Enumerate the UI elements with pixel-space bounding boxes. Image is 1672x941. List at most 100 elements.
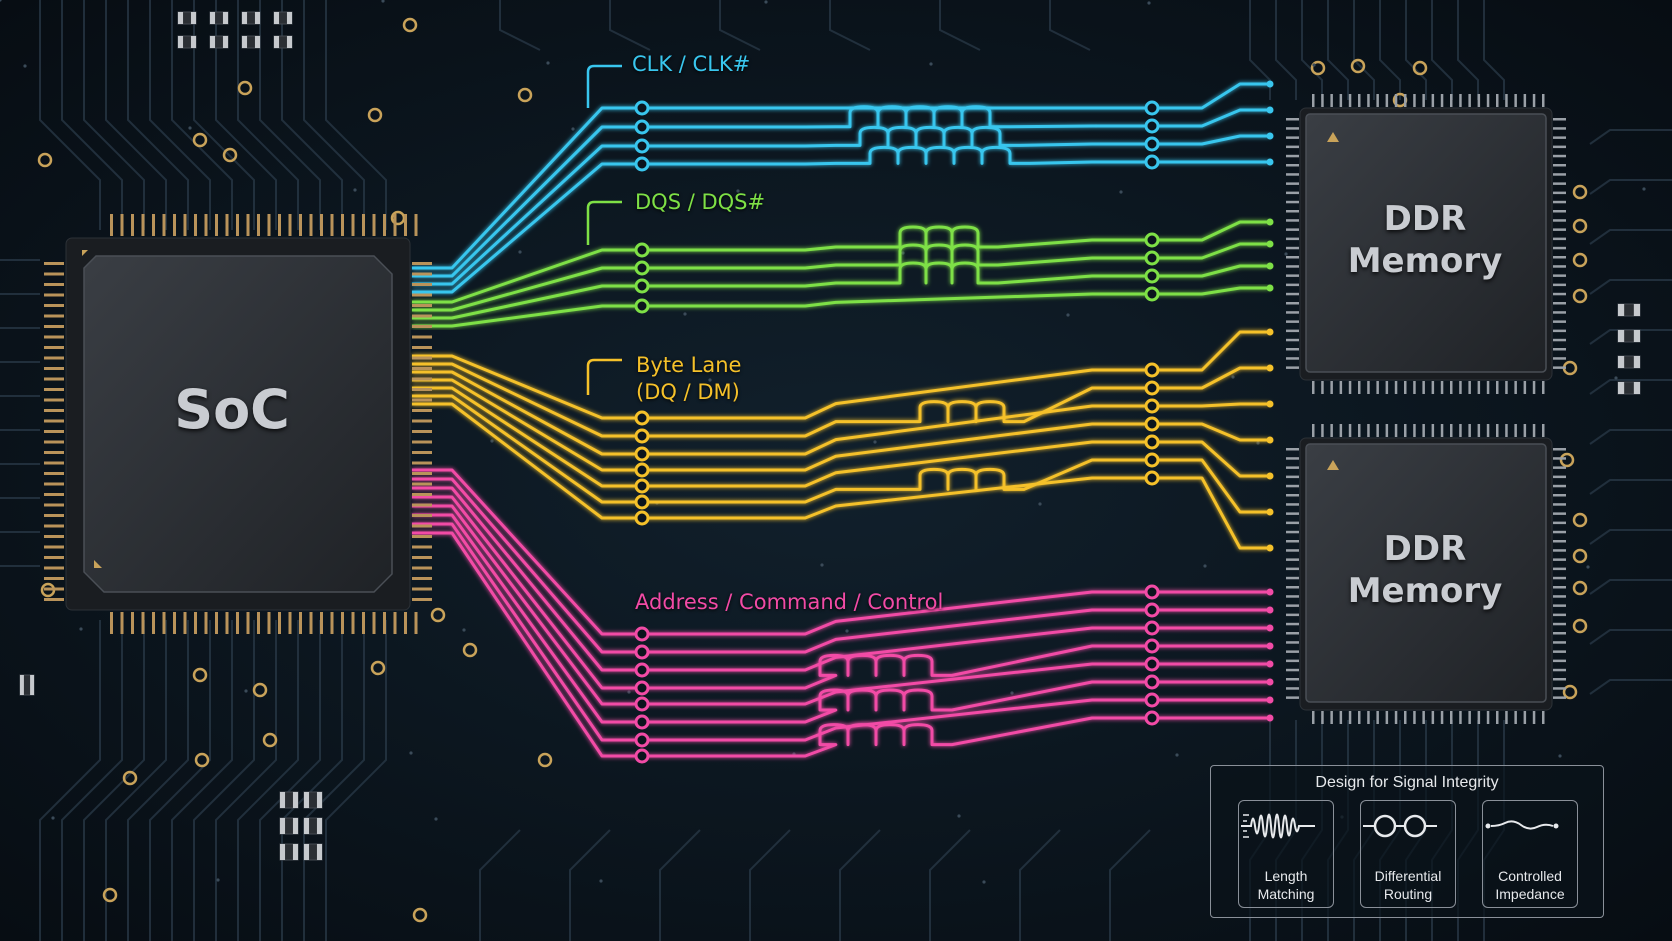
soc-pin [173,612,176,634]
ddr-pins [1286,94,1566,394]
ddr-pin [1286,521,1299,525]
soc-pin [44,272,64,276]
smd-terminal [292,844,298,860]
ddr-pin [1553,530,1566,534]
via [634,626,650,642]
soc-pin [141,612,145,634]
ddr-pin [1286,604,1299,607]
via [1350,58,1366,74]
soc-pin [383,214,386,236]
soc-pin [383,612,386,634]
soc-pin [362,214,365,236]
via-dot [1066,313,1070,317]
via [192,667,208,683]
background-trace [1589,429,1672,445]
ddr-pin [1286,228,1299,231]
background-trace [325,0,387,230]
via [1559,452,1575,468]
soc-pin [44,325,64,328]
smd-capacitor [1617,381,1641,395]
ddr-pin [1553,549,1566,552]
soc-pin [44,556,64,559]
smd-terminal [1618,382,1625,394]
smd-terminal [280,818,286,834]
soc-pin [412,398,432,402]
via-dot [1231,375,1235,379]
soc-pin [44,503,64,507]
smd-terminal [254,36,260,48]
soc-pin [412,346,432,349]
smd-terminal [292,792,298,808]
ddr-pad [1266,472,1274,480]
background-trace [829,0,871,51]
smd-capacitor [241,35,261,49]
smd-terminal [286,12,292,24]
background-trace [259,0,321,230]
via [634,298,650,314]
via-dot [1558,754,1562,758]
soc-pin [44,377,64,381]
ddr-pin [1553,329,1566,333]
smd-terminal [304,818,310,834]
via [1144,470,1160,486]
ddr-pin [1321,94,1324,107]
soc-pin [341,612,344,634]
soc-pin [44,493,64,496]
smd-terminal [1618,356,1625,368]
ddr-pin [1286,283,1299,287]
ddr-pin [1286,246,1299,250]
background-trace [1483,0,1505,100]
background-trace [127,620,189,941]
soc-pin [412,262,432,265]
soc-pin [44,461,64,465]
ddr-pin [1286,302,1299,305]
via-dot [23,64,27,68]
soc-pin [194,612,197,634]
via-dot [79,627,83,631]
soc-pin [309,612,313,634]
via [537,752,553,768]
soc-pin [225,612,229,634]
via [194,752,210,768]
address-trace [412,513,1270,724]
ddr-pin [1339,424,1343,437]
ddr-pin [1468,711,1471,724]
ddr-pin [1486,381,1490,394]
via-dot [381,0,385,3]
via [1572,184,1588,200]
soc-pins [44,214,432,634]
ddr-pin [1553,586,1566,589]
ddr-pad [1266,678,1274,686]
ddr-pin [1553,182,1566,185]
ddr-pin [1553,503,1566,506]
soc-pin [44,304,64,307]
clk-trace [412,105,1270,278]
ddr-pad [1266,80,1274,88]
via [634,680,650,696]
soc-pin [162,214,166,236]
ddr-pin [1553,576,1566,580]
via [1144,638,1160,654]
soc-pin [44,356,64,360]
ddr-pin [1486,711,1490,724]
background-trace [171,620,233,941]
ddr-pin [1553,659,1566,663]
ddr-pin [1431,381,1435,394]
ddr-pin [1553,311,1566,314]
soc-pin [120,214,124,236]
via [252,682,268,698]
ddr-pin [1523,424,1527,437]
soc-pin [162,612,166,634]
soc-pin [362,612,365,634]
via [1144,452,1160,468]
via [634,156,650,172]
ddr-pad [1266,508,1274,516]
via-dot [736,189,740,193]
via [1144,620,1160,636]
soc-pin [246,612,250,634]
ddr-pin [1286,237,1299,241]
smd-components [19,11,1641,861]
ddr-pin [1440,94,1444,107]
ddr-pin [1367,94,1370,107]
smd-terminal [316,818,322,834]
